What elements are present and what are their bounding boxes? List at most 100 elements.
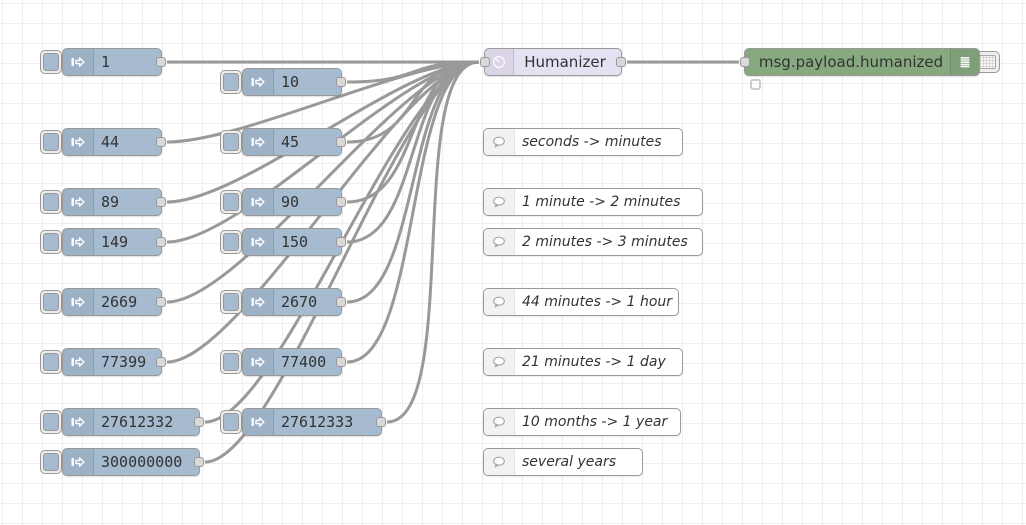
inject-icon-section [63,409,94,435]
output-port[interactable] [336,237,346,247]
inject-button[interactable] [40,450,62,474]
arrow-in-icon [70,414,86,430]
output-port[interactable] [156,137,166,147]
inject-icon-section [243,189,274,215]
inject-button[interactable] [220,350,242,374]
inject-button[interactable] [220,190,242,214]
comment-node-label: seconds -> minutes [522,134,662,150]
inject-button[interactable] [220,230,242,254]
comment-node[interactable]: 21 minutes -> 1 day [483,348,683,376]
debug-node[interactable]: msg.payload.humanized [740,48,980,76]
output-port[interactable] [336,357,346,367]
inject-button[interactable] [40,50,62,74]
comment-icon-section [484,129,515,155]
inject-node[interactable]: 2670 [242,288,346,316]
output-port[interactable] [156,357,166,367]
inject-node-label: 150 [281,233,309,251]
inject-button[interactable] [220,130,242,154]
output-port[interactable] [194,457,204,467]
output-port[interactable] [376,417,386,427]
inject-button[interactable] [40,130,62,154]
debug-toggle-button[interactable] [974,51,1000,73]
inject-button[interactable] [40,410,62,434]
input-port[interactable] [480,57,490,67]
inject-node[interactable]: 27612332 [62,408,204,436]
speech-bubble-icon [491,414,507,430]
inject-button-inner [43,413,59,431]
inject-button-inner [43,453,59,471]
comment-node[interactable]: several years [483,448,643,476]
inject-node-label: 2669 [101,293,138,311]
speech-bubble-icon [491,294,507,310]
inject-node[interactable]: 77399 [62,348,166,376]
inject-button-inner [43,133,59,151]
inject-icon-section [243,409,274,435]
inject-node[interactable]: 90 [242,188,346,216]
speech-bubble-icon [491,454,507,470]
inject-node[interactable]: 27612333 [242,408,386,436]
inject-node[interactable]: 149 [62,228,166,256]
inject-icon-section [63,449,94,475]
inject-button[interactable] [40,190,62,214]
comment-node[interactable]: 10 months -> 1 year [483,408,681,436]
output-port[interactable] [336,137,346,147]
inject-node[interactable]: 300000000 [62,448,204,476]
inject-node[interactable]: 2669 [62,288,166,316]
output-port[interactable] [194,417,204,427]
comment-icon-section [484,289,515,315]
speech-bubble-icon [491,354,507,370]
wire[interactable] [386,60,480,424]
inject-button[interactable] [40,230,62,254]
inject-node[interactable]: 77400 [242,348,346,376]
debug-lines-icon [957,54,973,70]
inject-node[interactable]: 150 [242,228,346,256]
inject-button[interactable] [220,410,242,434]
arrow-in-icon [250,294,266,310]
output-port[interactable] [336,77,346,87]
inject-node[interactable]: 89 [62,188,166,216]
output-port[interactable] [336,197,346,207]
output-port[interactable] [616,57,626,67]
debug-icon-section [950,49,979,75]
inject-node[interactable]: 44 [62,128,166,156]
inject-button-inner [43,293,59,311]
inject-node[interactable]: 45 [242,128,346,156]
inject-node-label: 1 [101,53,111,71]
output-port[interactable] [156,57,166,67]
wire[interactable] [166,60,480,304]
inject-node-label: 89 [101,193,120,211]
inject-button-inner [43,353,59,371]
output-port[interactable] [336,297,346,307]
inject-button[interactable] [220,290,242,314]
output-port[interactable] [156,197,166,207]
input-port[interactable] [740,57,750,67]
inject-node-label: 27612333 [281,413,354,431]
output-port[interactable] [156,237,166,247]
inject-button[interactable] [220,70,242,94]
comment-node[interactable]: 44 minutes -> 1 hour [483,288,679,316]
inject-icon-section [243,229,274,255]
arrow-in-icon [70,454,86,470]
comment-node[interactable]: 1 minute -> 2 minutes [483,188,703,216]
inject-button[interactable] [40,290,62,314]
inject-button-inner [223,73,239,91]
comment-node[interactable]: seconds -> minutes [483,128,683,156]
comment-node[interactable]: 2 minutes -> 3 minutes [483,228,703,256]
comment-node-label: 21 minutes -> 1 day [522,354,666,370]
comment-node-label: 2 minutes -> 3 minutes [522,234,688,250]
inject-button[interactable] [40,350,62,374]
inject-node[interactable]: 1 [62,48,166,76]
comment-icon-section [484,229,515,255]
inject-node[interactable]: 10 [242,68,346,96]
output-port[interactable] [156,297,166,307]
inject-button-inner [223,413,239,431]
wire[interactable] [204,60,480,464]
wire[interactable] [166,60,480,144]
humanizer-node[interactable]: Humanizer [480,48,626,76]
inject-icon-section [63,129,94,155]
comment-icon-section [484,449,515,475]
humanizer-node-label: Humanizer [524,53,606,71]
inject-icon-section [243,69,274,95]
